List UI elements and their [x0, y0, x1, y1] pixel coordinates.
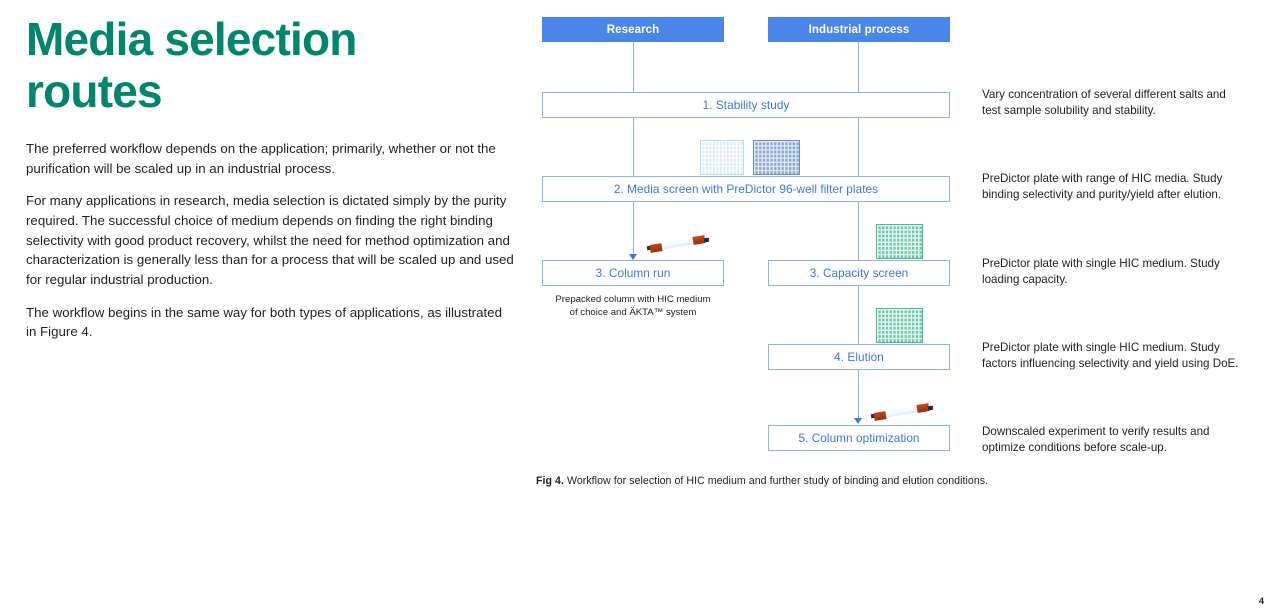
step-box-media-screen-label: 2. Media screen with PreDictor 96-well f… [613, 182, 879, 196]
lane-header-industrial-process: Industrial process [768, 17, 950, 42]
lane-header-research: Research [542, 17, 724, 42]
note-stability-study: Vary concentration of several different … [982, 88, 1226, 118]
step-box-elution[interactable]: 4. Elution [768, 344, 950, 370]
body-paragraph-3: The workflow begins in the same way for … [26, 304, 502, 340]
connector-industrial-1 [858, 42, 859, 92]
connector-industrial-4 [858, 286, 859, 344]
note-capacity-screen: PreDictor plate with single HIC medium. … [982, 257, 1220, 287]
figure-caption-text: Workflow for selection of HIC medium and… [563, 475, 989, 487]
step-box-media-screen[interactable]: 2. Media screen with PreDictor 96-well f… [542, 176, 950, 202]
column-run-sub-caption: Prepacked column with HIC medium of choi… [555, 294, 711, 318]
note-media-screen: PreDictor plate with range of HIC media.… [982, 172, 1223, 202]
body-paragraph-1: The preferred workflow depends on the ap… [26, 141, 496, 176]
step-box-stability-study[interactable]: 1. Stability study [542, 92, 950, 118]
step-box-column-optimization-label: 5. Column optimization [798, 431, 920, 445]
connector-industrial-2 [858, 118, 859, 176]
arrow-head-research-column-run [629, 254, 637, 260]
figure-caption: Fig 4. Workflow for selection of HIC med… [536, 475, 988, 487]
note-elution: PreDictor plate with single HIC medium. … [982, 341, 1239, 371]
note-column-optimization: Downscaled experiment to verify results … [982, 425, 1210, 455]
page-title: Media selection routes [26, 13, 357, 117]
step-box-stability-study-label: 1. Stability study [702, 98, 790, 112]
arrow-head-industrial-column-optimization [854, 418, 862, 424]
predictor-plate-light-blue-icon [700, 140, 744, 175]
chromatography-column-icon-industrial [870, 400, 938, 428]
page-number: 4 [1258, 596, 1264, 606]
workflow-diagram: Research Industrial process [542, 17, 1239, 455]
figure-caption-label: Fig 4. [536, 475, 564, 487]
step-box-elution-label: 4. Elution [834, 350, 884, 364]
predictor-plate-dark-blue-icon [753, 140, 800, 175]
connector-industrial-5 [858, 370, 859, 420]
step-box-column-optimization[interactable]: 5. Column optimization [768, 425, 950, 451]
connector-research-3 [633, 202, 634, 256]
step-box-column-run[interactable]: 3. Column run [542, 260, 724, 286]
lane-header-industrial-process-label: Industrial process [808, 23, 910, 36]
step-box-column-run-label: 3. Column run [595, 266, 671, 280]
predictor-plate-green-capacity-icon [876, 224, 923, 259]
predictor-plate-green-elution-icon [876, 308, 923, 343]
lane-header-research-label: Research [606, 23, 660, 36]
connector-industrial-3 [858, 202, 859, 260]
body-paragraph-2: For many applications in research, media… [26, 193, 514, 288]
step-box-capacity-screen-label: 3. Capacity screen [809, 266, 909, 280]
chromatography-column-icon-research [646, 232, 714, 260]
step-box-capacity-screen[interactable]: 3. Capacity screen [768, 260, 950, 286]
article-text-column: Media selection routes The preferred wor… [26, 13, 516, 355]
connector-research-1 [633, 42, 634, 92]
connector-research-2 [633, 118, 634, 176]
